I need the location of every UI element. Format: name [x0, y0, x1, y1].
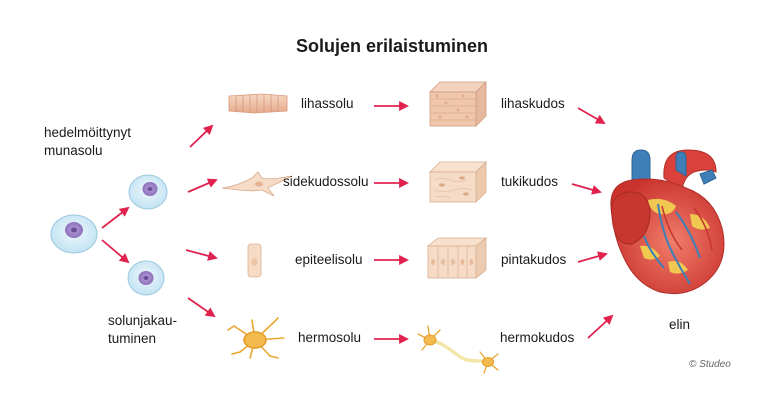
arrow-zygote-to-lower-cell — [101, 239, 130, 264]
connective-tissue-image — [429, 161, 487, 203]
cell-division-label-line1: solunjakau- — [108, 313, 178, 328]
arrow-connective-tissue-to-organ — [571, 183, 602, 195]
fertilized-egg-label: hedelmöittynyt munasolu — [44, 124, 131, 160]
connective-cell-label: sidekudossolu — [283, 174, 369, 189]
muscle-tissue-image — [429, 81, 487, 127]
muscle-tissue-label: lihaskudos — [501, 96, 565, 111]
cell-division-label-line2: tuminen — [108, 331, 157, 346]
nerve-tissue-image — [417, 325, 499, 374]
copyright-notice: © Studeo — [689, 359, 731, 370]
connective-cell-image — [221, 171, 293, 197]
heart-organ-image — [610, 149, 725, 295]
diagram-title: Solujen erilaistuminen — [295, 36, 489, 56]
divided-cell-lower — [127, 260, 165, 296]
nerve-tissue-label: hermokudos — [500, 330, 575, 345]
connective-tissue-label: tukikudos — [501, 174, 559, 189]
arrow-epithelial-tissue-to-organ — [577, 251, 608, 263]
arrow-to-nerve-cell — [187, 297, 216, 318]
divided-cell-upper — [128, 174, 168, 210]
epithelial-tissue-label: pintakudos — [501, 252, 567, 267]
arrow-nerve-tissue-to-organ — [587, 314, 614, 339]
nerve-cell-image — [227, 317, 285, 359]
epithelial-cell-label: epiteelisolu — [295, 252, 363, 267]
fertilized-egg-label-line1: hedelmöittynyt — [44, 125, 132, 140]
arrow-to-epithelial-cell — [185, 249, 218, 261]
muscle-cell-image — [228, 93, 288, 114]
epithelial-cell-image — [247, 243, 262, 278]
fertilized-egg-cell — [50, 214, 98, 254]
arrow-to-muscle-cell — [189, 124, 214, 148]
epithelial-tissue-image — [426, 237, 488, 279]
arrow-zygote-to-upper-cell — [101, 206, 130, 229]
nerve-cell-label: hermosolu — [298, 330, 362, 345]
cell-division-label: solunjakau- tuminen — [108, 312, 177, 348]
organ-label: elin — [669, 317, 691, 332]
muscle-cell-label: lihassolu — [301, 96, 354, 111]
arrow-to-connective-cell — [187, 178, 218, 193]
arrow-muscle-tissue-to-organ — [577, 107, 606, 124]
fertilized-egg-label-line2: munasolu — [44, 143, 103, 158]
